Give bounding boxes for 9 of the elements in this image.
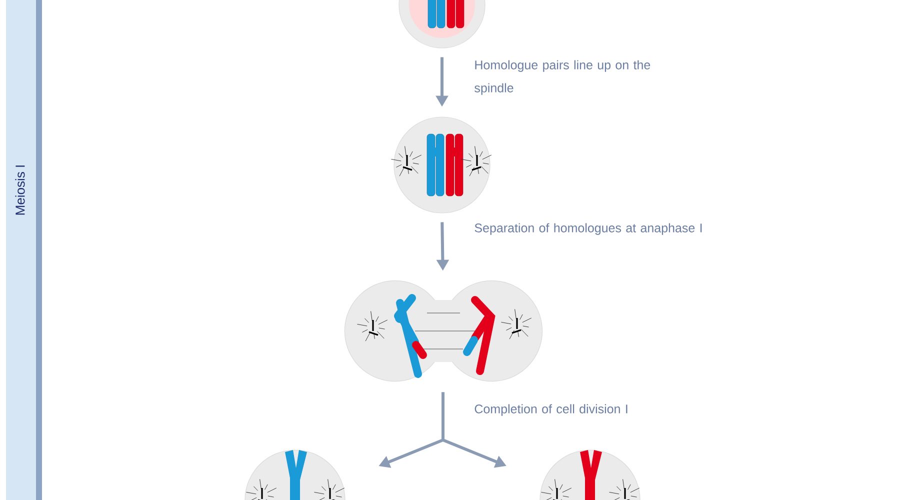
edge-label: Homologue pairs line up on the spindle — [474, 60, 650, 95]
cell-drawing — [390, 116, 492, 214]
edge-label: Completion of cell division I — [474, 404, 628, 416]
cell-drawing — [344, 280, 543, 382]
edge-label: Separation of homologues at anaphase I — [474, 223, 702, 235]
cell-drawing — [540, 450, 640, 500]
cell-drawing — [244, 450, 346, 500]
cell-drawing — [398, 0, 486, 48]
stage-band: Meiosis I — [0, 0, 42, 500]
